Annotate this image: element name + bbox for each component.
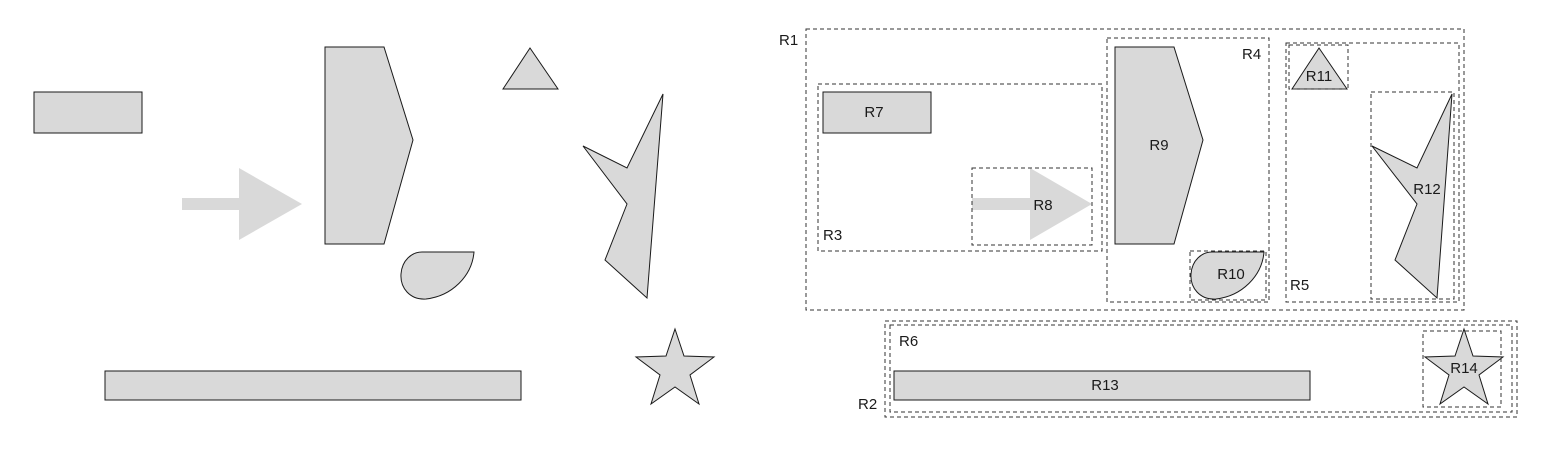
region-label-r6: R6 [899, 333, 918, 350]
region-box-r12 [1370, 91, 1455, 300]
teardrop-shape [400, 251, 475, 300]
region-box-r10 [1189, 250, 1267, 301]
region-box-r14 [1422, 330, 1502, 408]
long-bar-shape [104, 370, 522, 401]
region-label-r1: R1 [779, 32, 798, 49]
region-label-r14: R14 [1450, 360, 1478, 377]
region-box-r4 [1106, 37, 1270, 303]
region-box-r6 [889, 324, 1513, 413]
triangle-shape [502, 47, 559, 90]
pentagon-shape [324, 46, 414, 245]
region-box-r1 [805, 28, 1465, 311]
star-shape [634, 327, 716, 406]
long-bar-shape-r13 [893, 370, 1311, 401]
region-box-r8 [971, 167, 1093, 246]
annotated-shapes: R1 R2 R3 R4 R5 R6 R7 R8 R9 R10 R11 R12 R… [779, 28, 1518, 418]
region-label-r2: R2 [858, 396, 877, 413]
region-box-r11 [1288, 44, 1349, 90]
triangle-shape-r11 [1291, 47, 1348, 90]
region-label-r7: R7 [864, 104, 883, 121]
region-label-r10: R10 [1217, 266, 1245, 283]
region-label-r8: R8 [1033, 197, 1052, 214]
region-label-r5: R5 [1290, 277, 1309, 294]
irregular-polygon-shape-r12 [1371, 93, 1453, 300]
region-box-r3 [817, 83, 1103, 252]
arrow-shape-r8 [972, 168, 1092, 240]
irregular-polygon-shape [582, 93, 664, 300]
region-label-r12: R12 [1413, 181, 1441, 198]
teardrop-shape-r10 [1190, 251, 1265, 300]
star-shape-r14 [1423, 327, 1505, 406]
region-label-r4: R4 [1242, 46, 1261, 63]
region-label-r13: R13 [1091, 377, 1119, 394]
region-label-r9: R9 [1149, 137, 1168, 154]
original-shapes [33, 46, 716, 406]
region-box-r2 [884, 320, 1518, 418]
pentagon-shape-r9 [1114, 46, 1204, 245]
arrow-shape [182, 168, 302, 240]
region-label-r3: R3 [823, 227, 842, 244]
region-box-r5 [1285, 42, 1460, 303]
rectangle-shape [33, 91, 143, 134]
region-label-r11: R11 [1306, 68, 1332, 85]
rectangle-shape-r7 [822, 91, 932, 134]
